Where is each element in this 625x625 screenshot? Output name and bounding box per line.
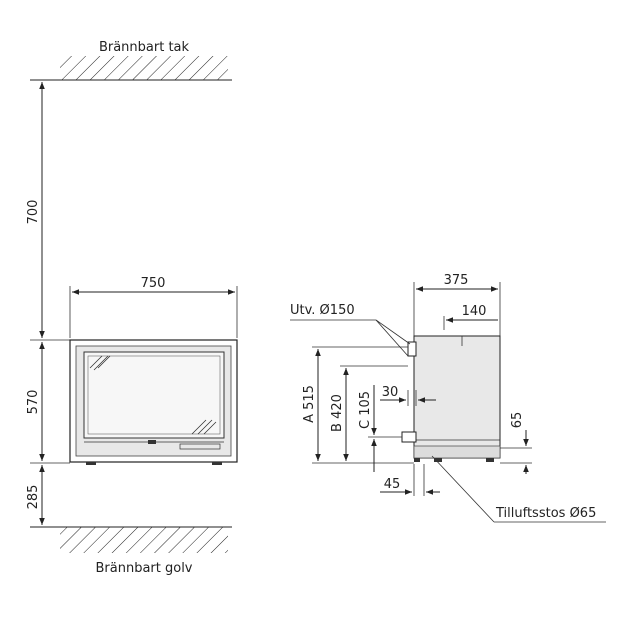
stove-glass-inner — [87, 355, 221, 435]
stove-front-view — [69, 339, 238, 465]
inlet-leader — [431, 455, 495, 523]
height-dimensions: A 515 B 420 C 105 — [302, 346, 414, 472]
stove-foot-right — [212, 462, 222, 465]
inlet-label: Tilluftsstos Ø65 — [495, 506, 596, 521]
floor-hatch — [60, 527, 228, 553]
side-foot-front — [414, 458, 420, 462]
floor-label: Brännbart golv — [95, 561, 192, 576]
inlet-callout: Tilluftsstos Ø65 — [431, 455, 606, 523]
air-control — [179, 443, 221, 450]
dim-700-label: 700 — [26, 200, 41, 225]
outlet-pipe — [407, 341, 417, 357]
outlet-leader-2 — [375, 319, 409, 357]
dim-570-label: 570 — [26, 390, 41, 415]
dim-375-label: 375 — [444, 273, 469, 288]
dim-a-label: A 515 — [302, 385, 317, 423]
ceiling-label: Brännbart tak — [99, 40, 190, 55]
dim-140-label: 140 — [462, 304, 487, 319]
glass-reflection-6 — [203, 421, 217, 435]
width-dimension: 750 — [69, 276, 238, 338]
dim-45-label: 45 — [384, 477, 401, 492]
glass-reflection-2 — [93, 355, 109, 371]
floor: Brännbart golv — [30, 526, 232, 576]
dim-65: 65 — [500, 412, 532, 474]
dim-285-label: 285 — [26, 485, 41, 510]
side-foot-right — [486, 458, 494, 462]
outlet-label: Utv. Ø150 — [290, 303, 355, 318]
ceiling-hatch — [60, 56, 228, 80]
dim-65-label: 65 — [510, 412, 525, 429]
side-plinth — [413, 445, 501, 459]
stove-glass — [83, 351, 225, 439]
dim-750-label: 750 — [141, 276, 166, 291]
dim-45: 45 — [380, 464, 440, 496]
stove-foot-left — [86, 462, 96, 465]
dim-30-label: 30 — [382, 385, 399, 400]
stove-side-view: 375 140 — [401, 273, 501, 462]
outlet-leader-1 — [375, 319, 411, 345]
glass-reflection-5 — [197, 419, 213, 435]
inlet-pipe — [401, 431, 417, 443]
glass-reflection-4 — [191, 419, 207, 435]
outlet-callout: Utv. Ø150 — [290, 303, 411, 357]
dim-30: 30 — [380, 385, 436, 406]
dim-b-label: B 420 — [330, 394, 345, 432]
stove-handle — [148, 440, 156, 444]
dim-c-label: C 105 — [358, 391, 373, 429]
glass-reflection-3 — [97, 355, 111, 369]
side-body — [413, 335, 501, 459]
glass-reflection-1 — [89, 355, 103, 369]
side-foot-left — [434, 458, 442, 462]
ceiling: Brännbart tak — [30, 40, 232, 81]
vertical-dimension-chain: 700 570 285 — [26, 82, 70, 525]
